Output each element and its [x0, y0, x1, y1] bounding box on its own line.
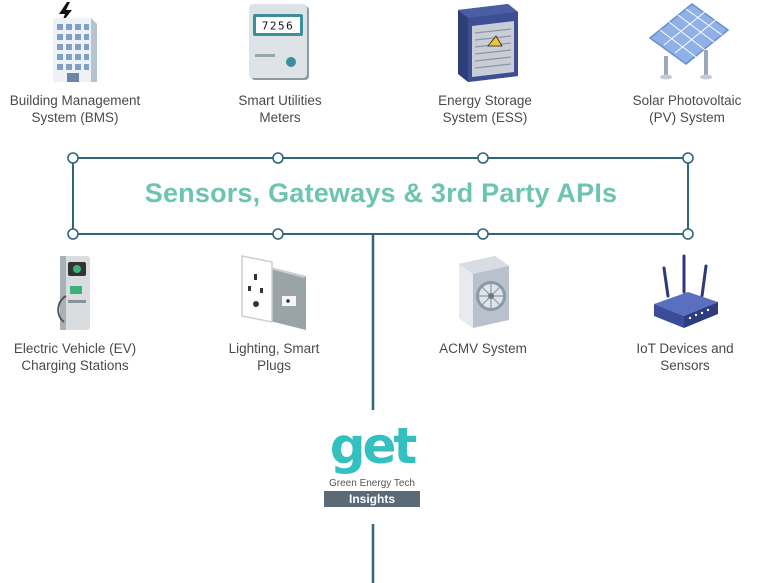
hub-box: [72, 157, 689, 235]
device-iot: IoT Devices and Sensors: [610, 252, 760, 374]
device-smart-plug: Lighting, Smart Plugs: [199, 252, 349, 374]
node-top-3: [477, 152, 489, 164]
meter-reading: 7256: [262, 20, 295, 33]
solar-panel-icon: [648, 3, 730, 80]
device-label: Building Management System (BMS): [9, 93, 141, 125]
device-smart-meter: 7256 Smart Utilities Meters: [205, 0, 355, 126]
energy-storage-icon: [458, 4, 518, 82]
node-top-4: [682, 152, 694, 164]
iot-router-icon: [654, 254, 718, 328]
device-label: ACMV System: [439, 341, 527, 356]
device-solar-pv: Solar Photovoltaic (PV) System: [612, 0, 762, 126]
device-ev-charger: Electric Vehicle (EV) Charging Stations: [0, 252, 150, 374]
device-label: Smart Utilities Meters: [238, 93, 322, 125]
device-label: Solar Photovoltaic (PV) System: [632, 93, 742, 125]
air-conditioner-icon: [459, 256, 509, 328]
smart-plug-icon: [241, 255, 306, 330]
device-acmv: ACMV System: [408, 252, 558, 357]
get-logo: get Green Energy Tech Insights: [322, 418, 422, 508]
device-energy-storage: Energy Storage System (ESS): [410, 0, 560, 126]
node-bottom-1: [67, 228, 79, 240]
device-label: IoT Devices and Sensors: [636, 341, 734, 373]
device-label: Electric Vehicle (EV) Charging Stations: [13, 341, 137, 373]
insights-badge: Insights: [324, 491, 420, 507]
device-label: Energy Storage System (ESS): [438, 93, 532, 125]
meter-icon: 7256: [249, 4, 309, 80]
node-bottom-2: [272, 228, 284, 240]
building-icon: [53, 2, 97, 82]
node-top-2: [272, 152, 284, 164]
hub-title: Sensors, Gateways & 3rd Party APIs: [144, 178, 618, 208]
ev-charger-icon: [57, 256, 90, 330]
device-label: Lighting, Smart Plugs: [228, 341, 320, 373]
device-bms: Building Management System (BMS): [0, 0, 150, 126]
node-bottom-4: [682, 228, 694, 240]
node-bottom-3: [477, 228, 489, 240]
node-top-1: [67, 152, 79, 164]
logo-wordmark: get: [329, 417, 418, 475]
logo-tagline: Green Energy Tech: [329, 478, 415, 489]
